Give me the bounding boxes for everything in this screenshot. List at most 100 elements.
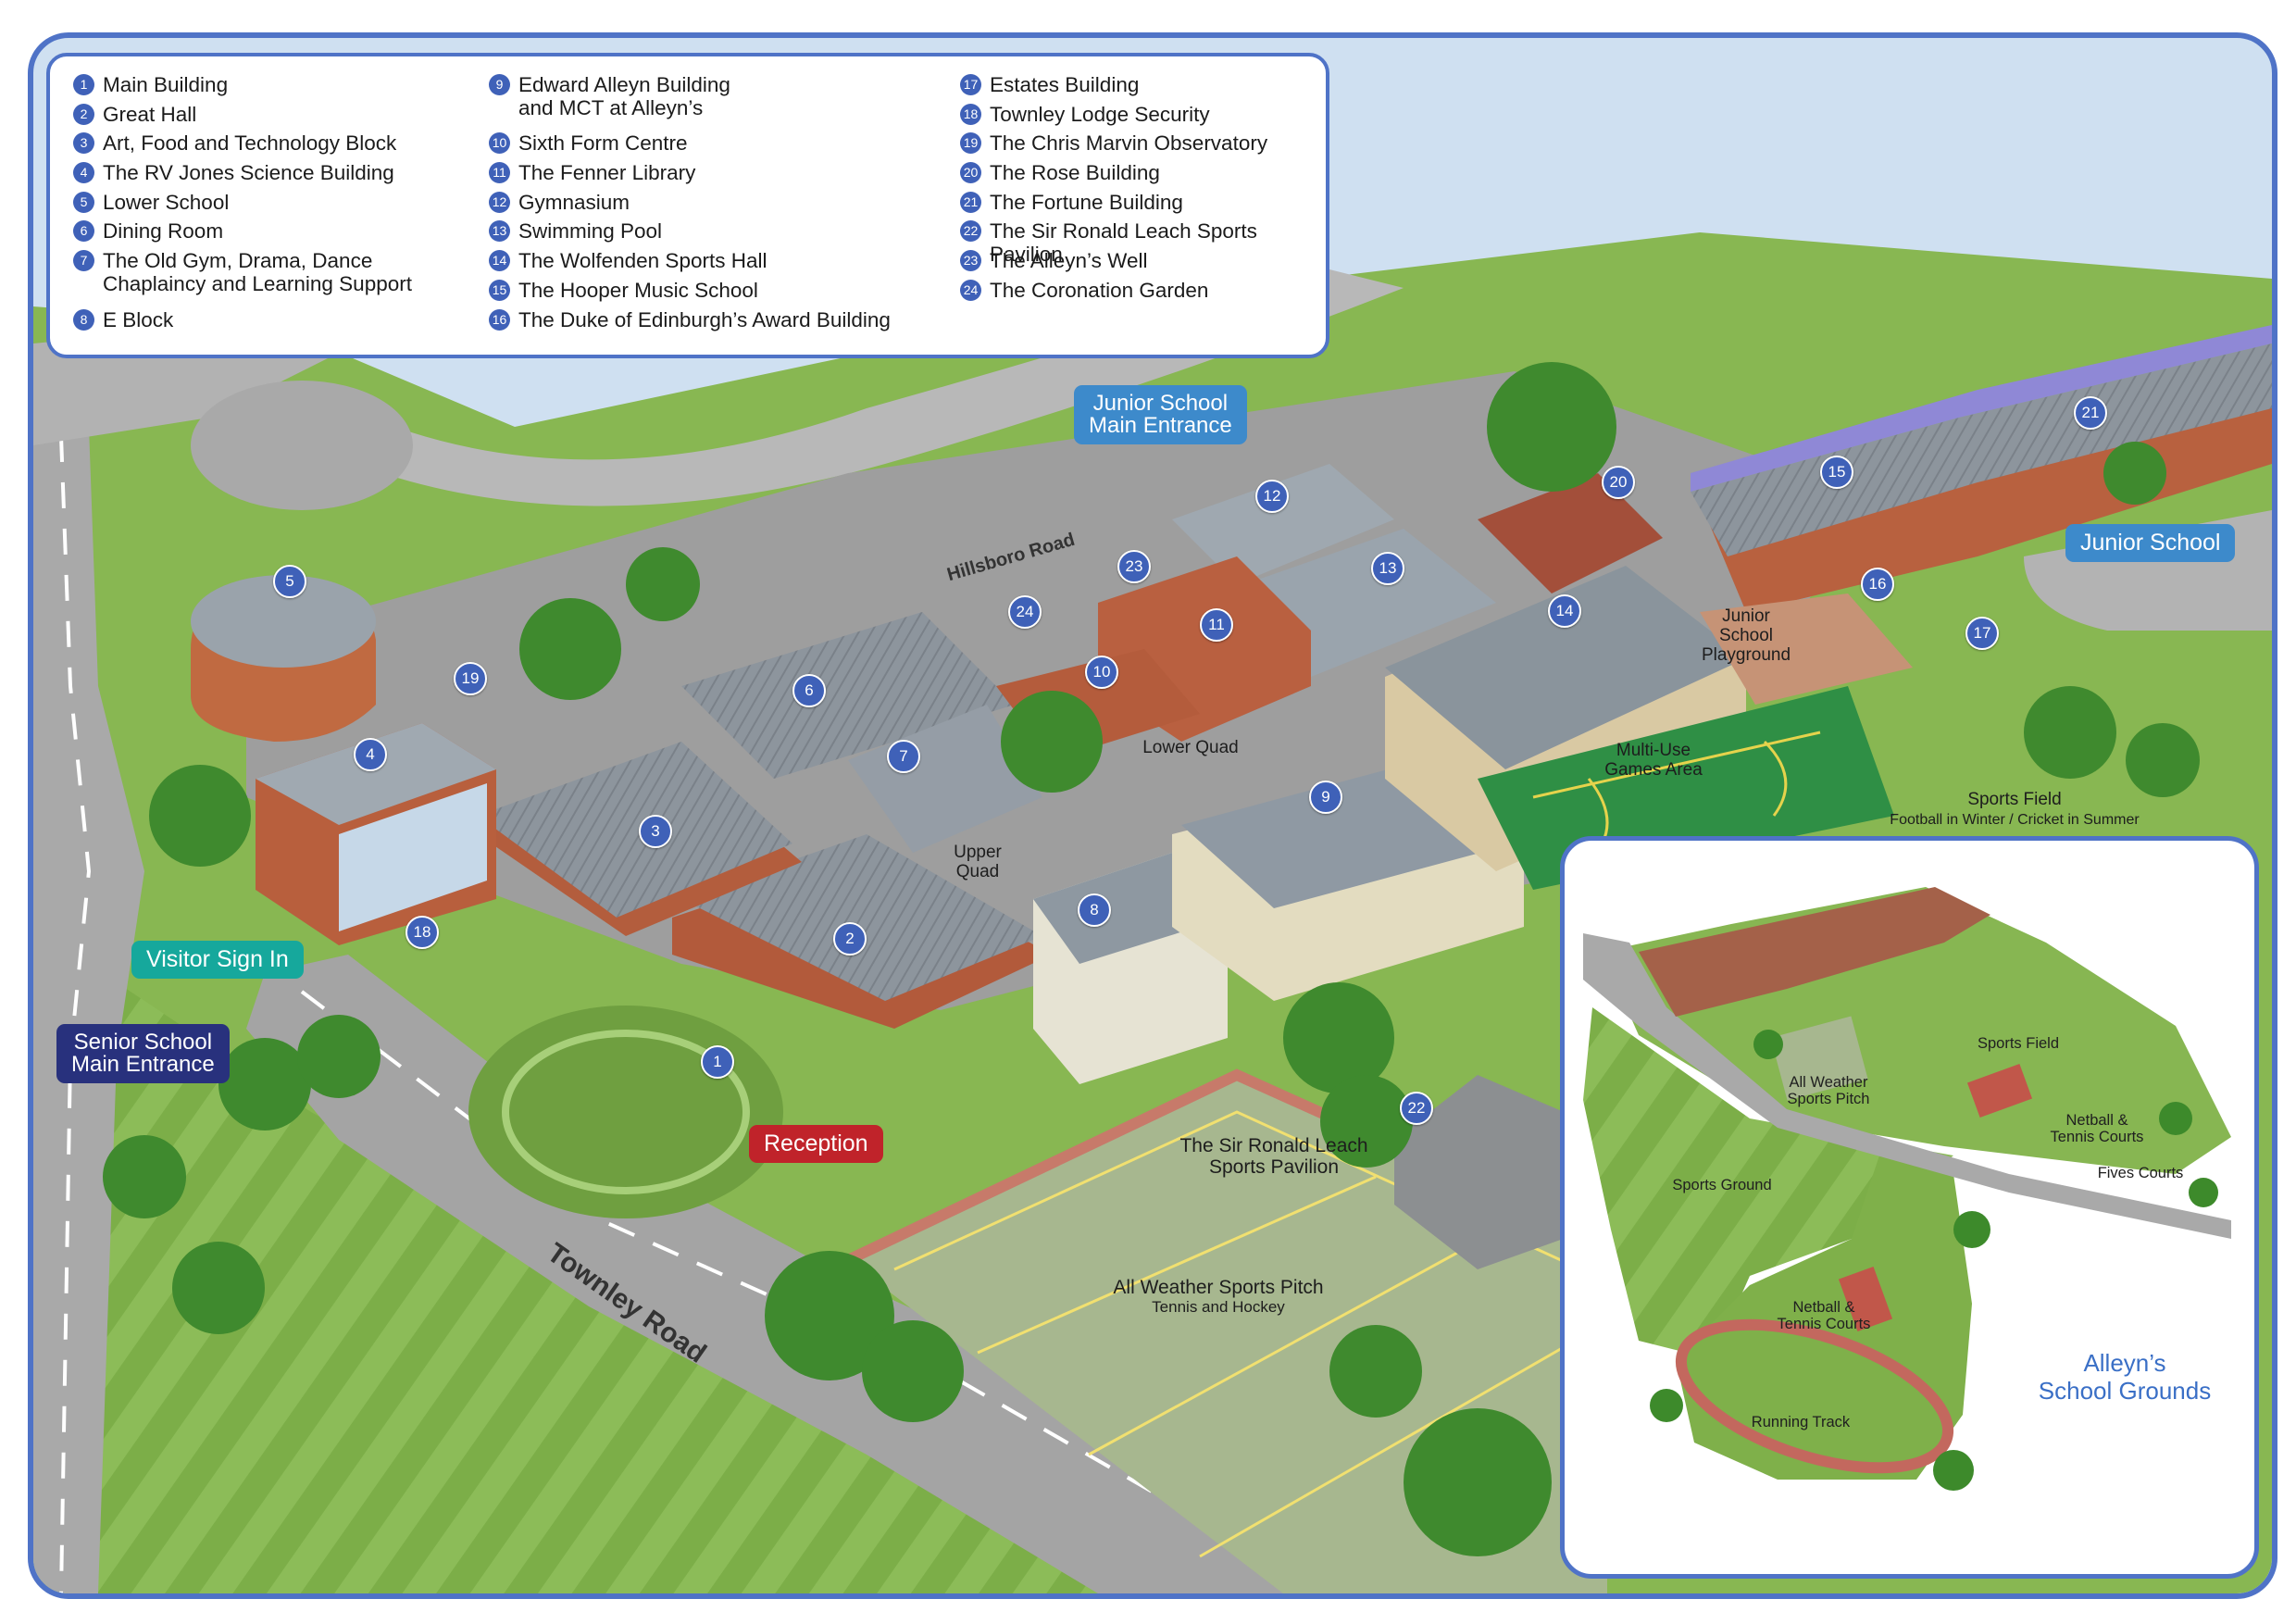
marker-19[interactable]: 19 [454, 662, 487, 695]
legend-item: 8 E Block [73, 308, 412, 338]
marker-5[interactable]: 5 [273, 565, 306, 598]
legend-text: Lower School [103, 190, 230, 214]
marker-3[interactable]: 3 [639, 815, 672, 848]
legend-text: Dining Room [103, 219, 224, 244]
marker-14[interactable]: 14 [1548, 594, 1581, 628]
campus-illustration [33, 232, 2272, 1593]
marker-22[interactable]: 22 [1400, 1092, 1433, 1125]
legend-number-icon: 18 [960, 103, 981, 125]
legend-text: Gymnasium [518, 190, 630, 214]
legend-text: Edward Alleyn Building and MCT at Alleyn… [518, 73, 730, 119]
inset-netball-bottom [1838, 1266, 1893, 1332]
inset-fives-label: Fives Courts [2097, 1165, 2184, 1181]
junior-entrance-callout[interactable]: Junior School Main Entrance [1074, 385, 1247, 444]
legend-number-icon: 13 [489, 220, 510, 243]
legend-text: The Fenner Library [518, 161, 696, 185]
legend-item: 22 The Sir Ronald Leach Sports Pavilion [960, 219, 1326, 266]
marker-17[interactable]: 17 [1965, 617, 1999, 650]
map-frame: Lower Quad Upper Quad Junior School Play… [28, 32, 2277, 1599]
marker-18[interactable]: 18 [406, 916, 439, 949]
school-grounds-inset: Sports Field All Weather Sports Pitch Ne… [1560, 836, 2259, 1579]
muga-label: Multi-Use Games Area [1604, 741, 1703, 780]
legend-number-icon: 21 [960, 191, 981, 213]
legend-number-icon: 14 [489, 250, 510, 272]
marker-21[interactable]: 21 [2074, 396, 2107, 430]
awp-sub: Tennis and Hockey [1152, 1298, 1285, 1316]
marker-6[interactable]: 6 [792, 674, 826, 707]
junior-school-callout[interactable]: Junior School [2065, 524, 2236, 562]
legend-number-icon: 17 [960, 74, 981, 95]
amphitheatre-lawn [468, 1006, 783, 1218]
inset-sports-field-label: Sports Field [1977, 1035, 2060, 1052]
junior-roofs [1691, 344, 2272, 556]
inset-buildings [1639, 887, 1990, 1017]
inset-all-weather [1770, 1016, 1868, 1101]
legend-text: The Sir Ronald Leach Sports Pavilion [990, 219, 1257, 267]
marker-24[interactable]: 24 [1008, 595, 1042, 629]
inset-title: Alleyn’s School Grounds [2038, 1349, 2212, 1405]
legend-number-icon: 11 [489, 162, 510, 184]
inset-sports-ground-label: Sports Ground [1672, 1177, 1772, 1193]
legend-text: E Block [103, 307, 174, 331]
legend-text: The Duke of Edinburgh’s Award Building [518, 307, 891, 331]
legend-text: Great Hall [103, 102, 197, 126]
senior-entrance-callout[interactable]: Senior School Main Entrance [56, 1024, 230, 1083]
marker-13[interactable]: 13 [1371, 552, 1404, 585]
marker-20[interactable]: 20 [1602, 466, 1635, 499]
inset-all-weather-label: All Weather Sports Pitch [1787, 1074, 1870, 1108]
inset-illustration [1583, 887, 2231, 1491]
legend-number-icon: 22 [960, 220, 981, 243]
legend-item: 18 Townley Lodge Security [960, 103, 1326, 132]
marker-1[interactable]: 1 [701, 1045, 734, 1079]
visitor-sign-in-callout[interactable]: Visitor Sign In [131, 941, 304, 979]
science-roof [256, 723, 496, 825]
marker-16[interactable]: 16 [1861, 568, 1894, 601]
marker-11[interactable]: 11 [1200, 608, 1233, 642]
marker-23[interactable]: 23 [1117, 550, 1151, 583]
legend-number-icon: 12 [489, 191, 510, 213]
legend-number-icon: 6 [73, 220, 94, 243]
lower-quad-label: Lower Quad [1142, 738, 1239, 757]
inset-trees [1650, 1030, 2218, 1491]
marker-9[interactable]: 9 [1309, 781, 1342, 814]
science-windows [339, 783, 487, 931]
reception-callout[interactable]: Reception [749, 1125, 883, 1163]
sports-hall-roof [1385, 566, 1746, 769]
left-road-line [59, 435, 92, 1593]
legend-text: The Hooper Music School [518, 278, 758, 302]
marker-7[interactable]: 7 [887, 740, 920, 773]
legend-text: The Old Gym, Drama, Dance Chaplaincy and… [103, 249, 412, 296]
legend-text: Art, Food and Technology Block [103, 131, 397, 156]
legend-number-icon: 16 [489, 308, 510, 331]
junior-playground-label: Junior School Playground [1701, 606, 1791, 665]
marker-4[interactable]: 4 [354, 738, 387, 771]
legend-number-icon: 20 [960, 162, 981, 184]
legend-number-icon: 8 [73, 308, 94, 331]
legend-text: Townley Lodge Security [990, 102, 1210, 126]
marker-12[interactable]: 12 [1255, 480, 1289, 513]
lower-school-roof [191, 575, 376, 668]
marker-10[interactable]: 10 [1085, 656, 1118, 689]
legend-number-icon: 4 [73, 162, 94, 184]
legend-text: The Wolfenden Sports Hall [518, 249, 767, 273]
marker-2[interactable]: 2 [833, 922, 867, 956]
marker-15[interactable]: 15 [1820, 456, 1853, 489]
marker-8[interactable]: 8 [1078, 893, 1111, 927]
legend-text: The Coronation Garden [990, 278, 1209, 302]
inset-running-track-label: Running Track [1751, 1414, 1851, 1430]
legend-number-icon: 19 [960, 132, 981, 155]
junior-playground-surface [1700, 593, 1913, 705]
legend-text: Sixth Form Centre [518, 131, 688, 156]
legend-number-icon: 1 [73, 74, 94, 95]
inset-sports-ground [1583, 1007, 1953, 1359]
lower-school-drive [191, 381, 413, 510]
